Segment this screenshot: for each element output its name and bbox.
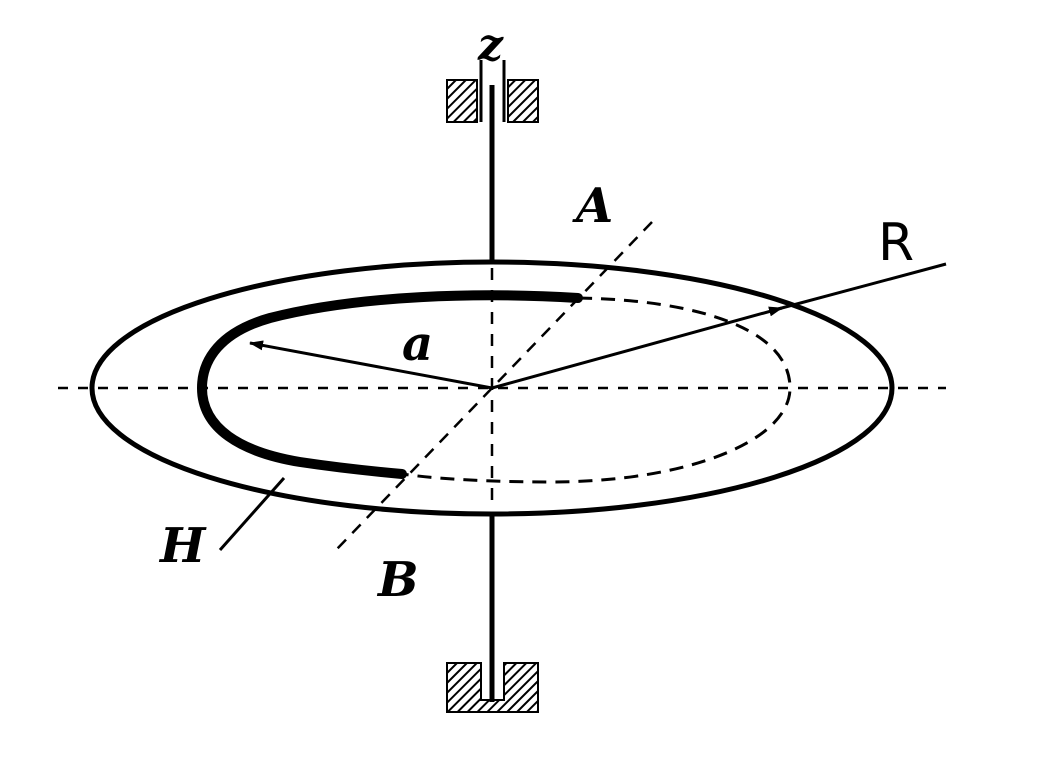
outer-disk-edge xyxy=(89,259,895,517)
h-leader-line xyxy=(218,477,286,551)
label-a-radius: a xyxy=(402,316,433,372)
label-r: R xyxy=(878,213,914,273)
radius-r-leader xyxy=(777,262,947,311)
label-b-point: B xyxy=(376,552,419,608)
radius-r-arrow xyxy=(491,306,783,390)
top-bearing xyxy=(446,60,539,123)
label-h: H xyxy=(158,518,207,574)
line-a-b xyxy=(335,221,653,551)
bottom-bearing xyxy=(446,662,539,713)
label-z: z xyxy=(477,20,504,71)
label-a-point: A xyxy=(572,178,613,234)
inner-circle-dashed xyxy=(401,296,792,484)
inner-channel-arc xyxy=(196,290,583,479)
radius-a-arrow xyxy=(249,340,493,390)
